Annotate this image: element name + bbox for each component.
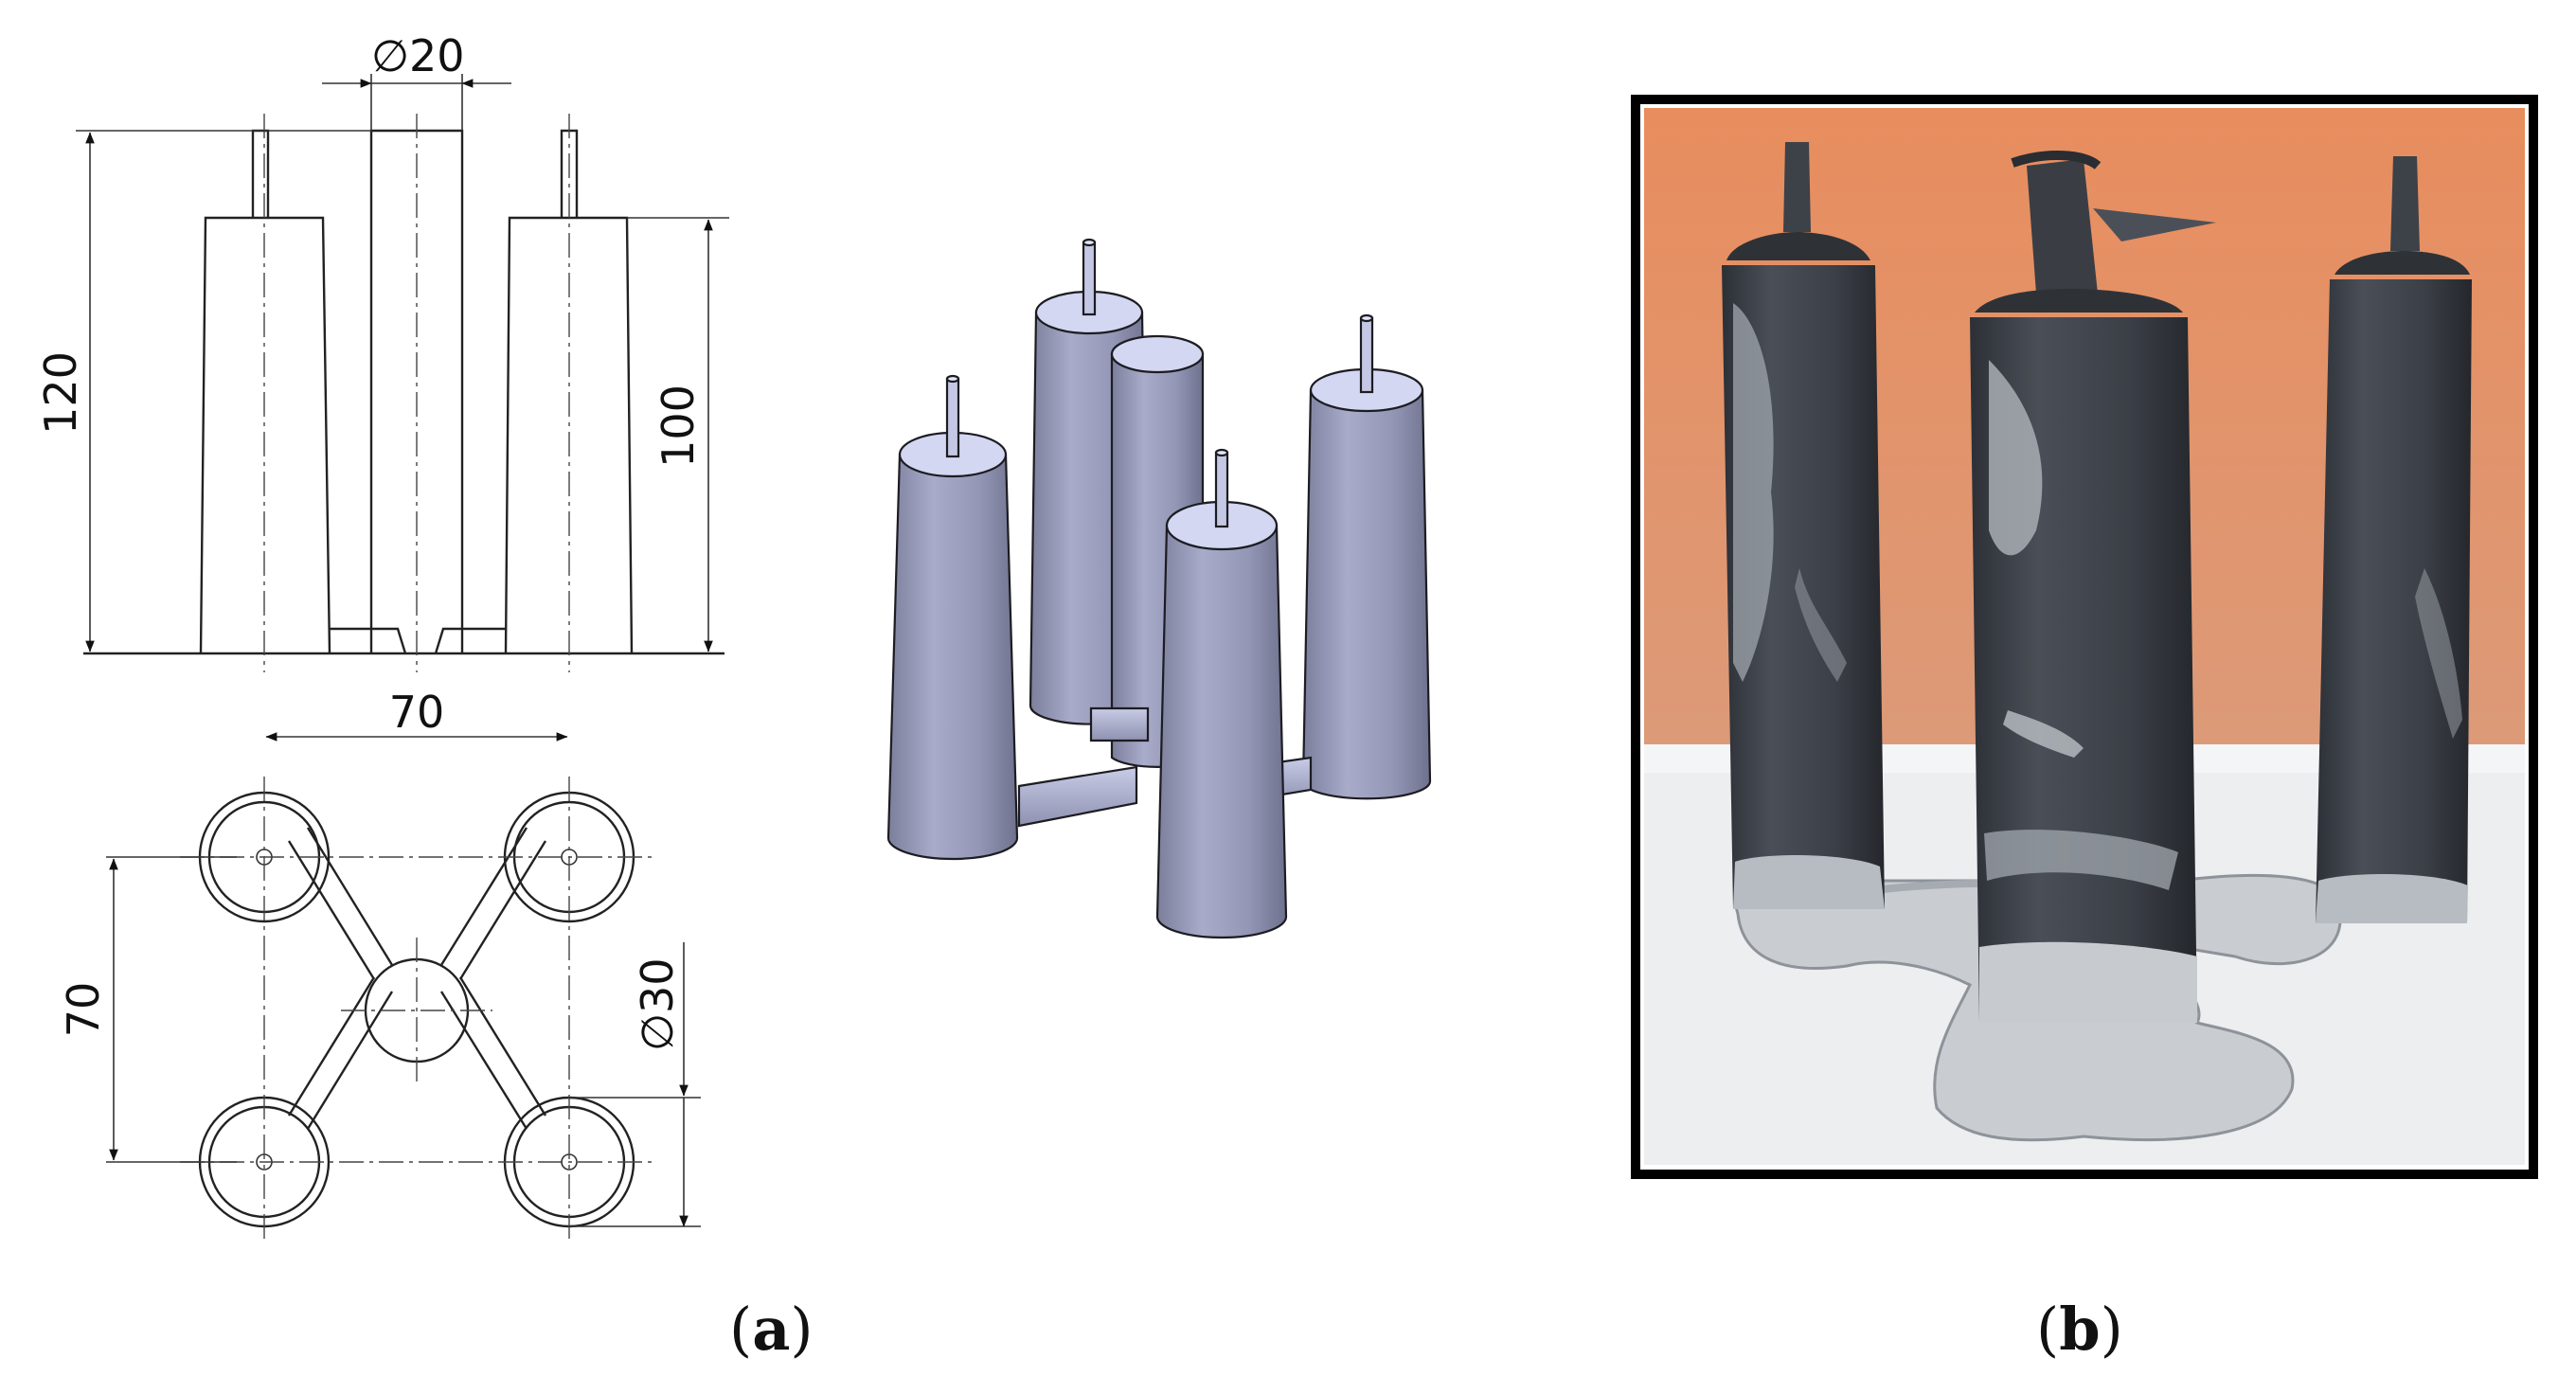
photo-center-casting — [1970, 151, 2216, 1023]
dim-top-diameter: 20 — [409, 30, 465, 81]
dim-top-diameter-symbol: ∅ — [371, 30, 409, 81]
isometric-model — [886, 238, 1432, 939]
dim-spacing-x: 70 — [389, 687, 445, 738]
dim-height-cone: 100 — [653, 384, 704, 468]
caption-a-letter: a — [752, 1295, 790, 1364]
dim-spacing-y: 70 — [58, 982, 109, 1038]
caption-b-letter: b — [2059, 1295, 2100, 1364]
dim-diameter-symbol: ∅ — [632, 1013, 683, 1051]
svg-text:(b): (b) — [2036, 1295, 2123, 1364]
dim-diameter: 30 — [632, 957, 683, 1013]
front-view: ∅ 20 120 100 — [35, 30, 729, 672]
caption-a: (a) — [729, 1295, 814, 1364]
dim-height-total: 120 — [35, 351, 86, 435]
svg-text:(a): (a) — [729, 1295, 814, 1364]
caption-b: (b) — [2036, 1295, 2123, 1364]
photo-panel — [1631, 95, 2538, 1179]
photo-left-casting — [1722, 142, 1885, 909]
top-view: 70 70 ∅ 30 — [58, 687, 701, 1241]
photo-right-casting — [2316, 156, 2472, 923]
